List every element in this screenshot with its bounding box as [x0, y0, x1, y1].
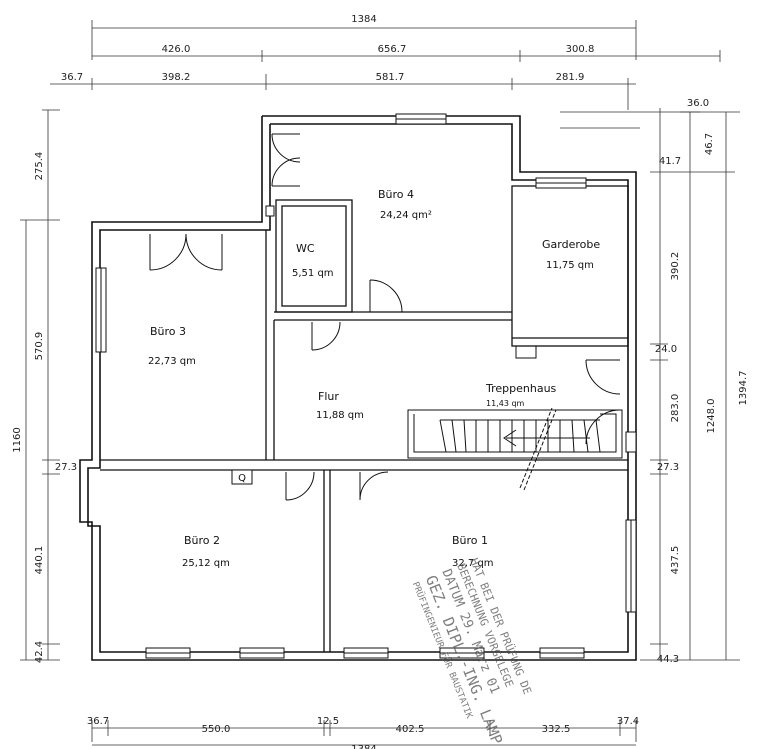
room-buero4-name: Büro 4 — [378, 188, 414, 201]
room-treppenhaus-area: 11,43 qm — [486, 399, 525, 408]
dim-left-total: 1160 — [12, 427, 23, 452]
dim-right-small-0: 36.0 — [687, 98, 709, 109]
dim-left-outer-3: 440.1 — [34, 546, 45, 575]
dim-top-row2-0: 36.7 — [61, 72, 83, 83]
dim-left-outer-4: 42.4 — [34, 641, 45, 663]
dim-right-inner-2: 283.0 — [670, 394, 681, 423]
dim-bottom-4: 332.5 — [542, 724, 571, 735]
dim-right-inner-0: 390.2 — [670, 252, 681, 281]
room-flur-name: Flur — [318, 390, 339, 403]
dim-right-outer: 1394.7 — [738, 371, 749, 406]
dim-bottom-0: 36.7 — [87, 716, 109, 727]
room-buero3-name: Büro 3 — [150, 325, 186, 338]
dim-right-small-1: 46.7 — [704, 133, 715, 155]
room-labels: Büro 4 24,24 qm² WC 5,51 qm Garderobe 11… — [148, 188, 600, 569]
dim-top-row2-3: 281.9 — [556, 72, 585, 83]
room-garderobe-area: 11,75 qm — [546, 260, 594, 271]
room-wc-area: 5,51 qm — [292, 268, 334, 279]
dim-left-outer-1: 570.9 — [34, 332, 45, 361]
room-buero2-area: 25,12 qm — [182, 558, 230, 569]
room-buero1-area: 32,7 qm — [452, 558, 494, 569]
dim-top-total: 1384 — [351, 14, 376, 25]
outer-walls — [79, 115, 637, 661]
room-buero3-area: 22,73 qm — [148, 356, 196, 367]
dim-bottom-1: 550.0 — [202, 724, 231, 735]
room-garderobe-name: Garderobe — [542, 238, 600, 251]
dim-bottom-5: 37.4 — [617, 716, 639, 727]
windows — [95, 113, 637, 659]
dim-top-row2-2: 581.7 — [376, 72, 405, 83]
doors — [149, 133, 621, 501]
room-buero2-name: Büro 2 — [184, 534, 220, 547]
room-buero4-area: 24,24 qm² — [380, 210, 432, 221]
dim-right-inner-1: 24.0 — [655, 344, 677, 355]
dim-bottom-total: 1384 — [351, 744, 376, 749]
room-flur-area: 11,88 qm — [316, 410, 364, 421]
dim-top-row2-1: 398.2 — [162, 72, 191, 83]
dimension-lines — [20, 20, 740, 746]
dim-top-row1-0: 426.0 — [162, 44, 191, 55]
staircase — [407, 345, 623, 491]
dim-left-outer-2: 27.3 — [55, 462, 77, 473]
dim-bottom-3: 402.5 — [396, 724, 425, 735]
dim-top-row1-2: 300.8 — [566, 44, 595, 55]
room-buero1-name: Büro 1 — [452, 534, 488, 547]
room-treppenhaus-name: Treppenhaus — [485, 382, 557, 395]
dim-left-outer-0: 275.4 — [34, 152, 45, 181]
dim-bottom-2: 12.5 — [317, 716, 339, 727]
dimension-texts: 1384 426.0 656.7 300.8 36.7 398.2 581.7 … — [12, 14, 749, 749]
q-symbol-label: Q — [238, 473, 246, 484]
interior-walls — [100, 185, 629, 652]
dim-right-small-2: 41.7 — [659, 156, 681, 167]
dim-right-inner-5: 44.3 — [657, 654, 679, 665]
dim-right-inner-4: 437.5 — [670, 546, 681, 575]
dim-right-mid: 1248.0 — [706, 399, 717, 434]
dim-right-inner-3: 27.3 — [657, 462, 679, 473]
q-symbol: Q — [231, 469, 253, 485]
dim-top-row1-1: 656.7 — [378, 44, 407, 55]
room-wc-name: WC — [296, 242, 315, 255]
